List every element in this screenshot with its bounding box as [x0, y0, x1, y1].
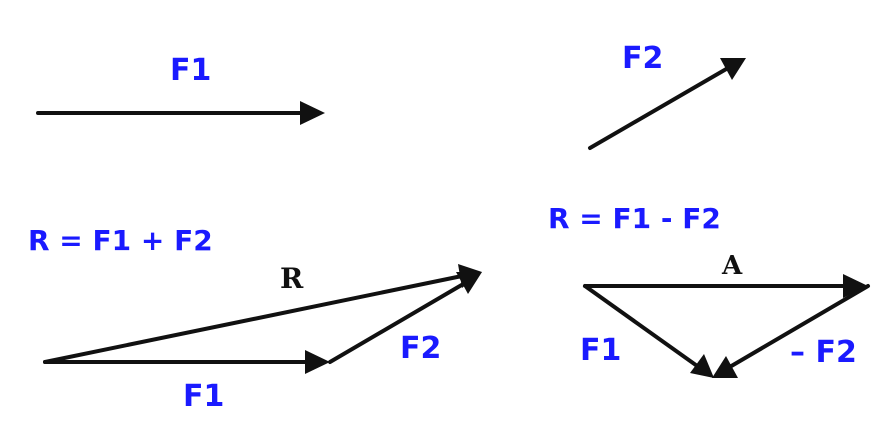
- label-f2-top: F2: [622, 41, 663, 76]
- vector-f1-top: [36, 101, 325, 125]
- label-f1-sum: F1: [183, 379, 224, 414]
- vector-r-resultant: [43, 264, 482, 364]
- vector-a-resultant: [583, 274, 868, 298]
- vector-neg-f2-diff: [712, 284, 870, 378]
- label-a: A: [721, 251, 743, 281]
- vector-f1-sum: [43, 350, 330, 374]
- vector-f1-diff: [583, 284, 714, 378]
- label-f1-top: F1: [170, 53, 211, 88]
- sum-equation: R = F1 + F2: [28, 224, 213, 257]
- label-r: R: [280, 262, 304, 295]
- label-f2-sum: F2: [400, 331, 441, 366]
- label-f1-diff: F1: [580, 333, 621, 368]
- vector-f2-top: [588, 58, 746, 150]
- label-neg-f2-diff: – F2: [790, 335, 857, 370]
- diff-equation: R = F1 - F2: [548, 202, 721, 235]
